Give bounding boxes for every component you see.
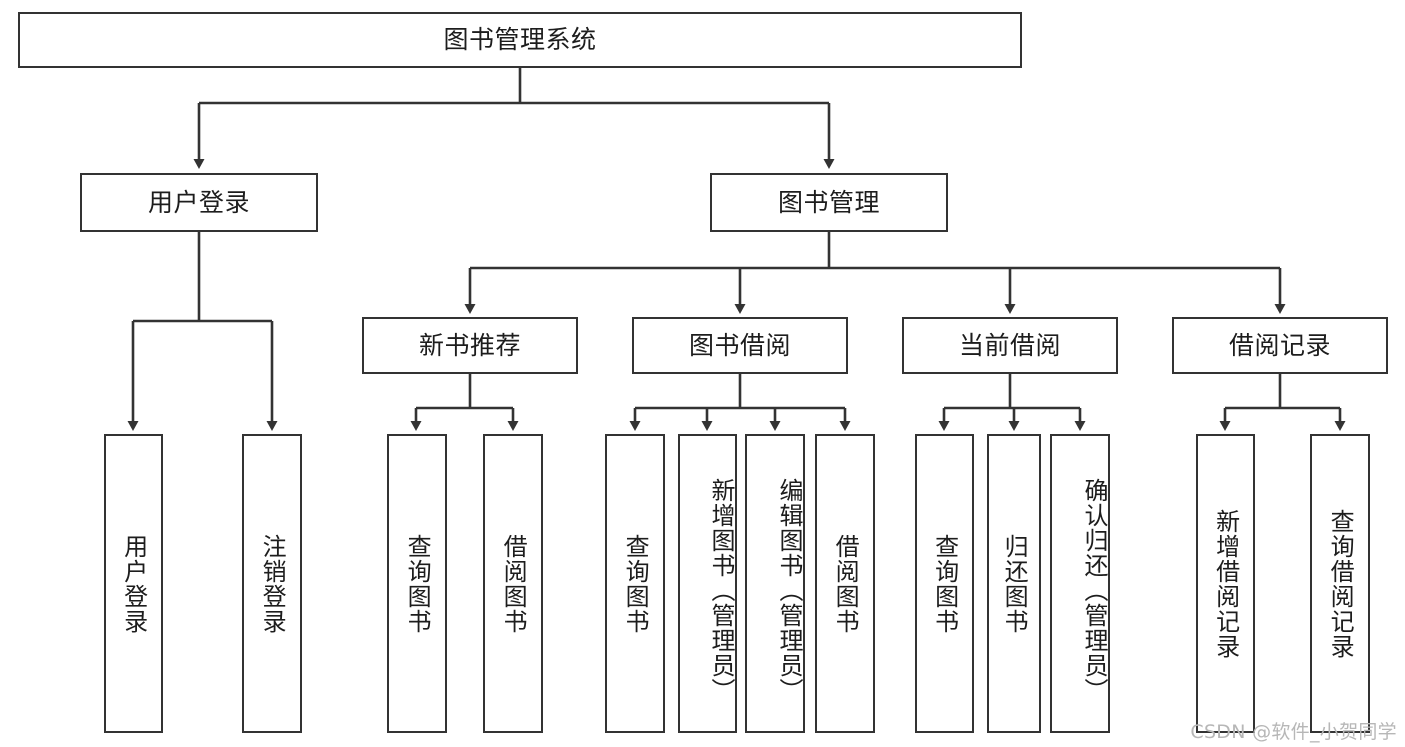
node-root-system-label: 图书管理系统 <box>443 25 597 55</box>
node-new-book-recommend[interactable]: 新书推荐 <box>362 317 578 374</box>
node-user-login-label: 用户登录 <box>147 187 250 217</box>
node-borrow-record-label: 借阅记录 <box>1228 330 1331 360</box>
leaf-borrow-books-newbook[interactable]: 借阅图书 <box>483 434 543 733</box>
leaf-logout[interactable]: 注销登录 <box>242 434 302 733</box>
node-user-login[interactable]: 用户登录 <box>80 173 318 232</box>
leaf-logout-label: 注销登录 <box>258 533 287 634</box>
leaf-user-login-label: 用户登录 <box>119 533 148 634</box>
node-new-book-recommend-label: 新书推荐 <box>418 330 521 360</box>
leaf-lend-books-label: 借阅图书 <box>831 533 860 634</box>
node-current-borrow[interactable]: 当前借阅 <box>902 317 1118 374</box>
leaf-query-books-borrow[interactable]: 查询图书 <box>605 434 665 733</box>
leaf-query-books-newbook-label: 查询图书 <box>403 533 432 634</box>
leaf-return-books[interactable]: 归还图书 <box>987 434 1041 733</box>
leaf-add-borrow-record[interactable]: 新增借阅记录 <box>1196 434 1255 733</box>
leaf-edit-book-admin[interactable]: 编辑图书（管理员） <box>745 434 805 733</box>
node-borrow-record[interactable]: 借阅记录 <box>1172 317 1388 374</box>
leaf-add-borrow-record-label: 新增借阅记录 <box>1211 508 1240 659</box>
leaf-borrow-books-newbook-label: 借阅图书 <box>499 533 528 634</box>
leaf-user-login[interactable]: 用户登录 <box>104 434 163 733</box>
leaf-return-books-label: 归还图书 <box>1000 533 1029 634</box>
leaf-query-books-current[interactable]: 查询图书 <box>915 434 974 733</box>
leaf-edit-book-admin-label: 编辑图书（管理员） <box>775 478 803 703</box>
leaf-add-book-admin[interactable]: 新增图书（管理员） <box>678 434 737 733</box>
leaf-query-borrow-record-label: 查询借阅记录 <box>1326 508 1355 659</box>
leaf-query-books-borrow-label: 查询图书 <box>621 533 650 634</box>
leaf-query-books-newbook[interactable]: 查询图书 <box>387 434 447 733</box>
leaf-add-book-admin-label: 新增图书（管理员） <box>707 478 735 703</box>
node-current-borrow-label: 当前借阅 <box>958 330 1061 360</box>
watermark-text: CSDN @软件_小贺同学 <box>1190 721 1397 743</box>
node-book-management[interactable]: 图书管理 <box>710 173 948 232</box>
node-book-borrow[interactable]: 图书借阅 <box>632 317 848 374</box>
leaf-confirm-return-admin-label: 确认归还（管理员） <box>1080 478 1108 703</box>
leaf-query-books-current-label: 查询图书 <box>930 533 959 634</box>
leaf-query-borrow-record[interactable]: 查询借阅记录 <box>1310 434 1370 733</box>
node-book-management-label: 图书管理 <box>777 187 880 217</box>
node-book-borrow-label: 图书借阅 <box>688 330 791 360</box>
node-root-system[interactable]: 图书管理系统 <box>18 12 1022 68</box>
leaf-lend-books[interactable]: 借阅图书 <box>815 434 875 733</box>
leaf-confirm-return-admin[interactable]: 确认归还（管理员） <box>1050 434 1110 733</box>
